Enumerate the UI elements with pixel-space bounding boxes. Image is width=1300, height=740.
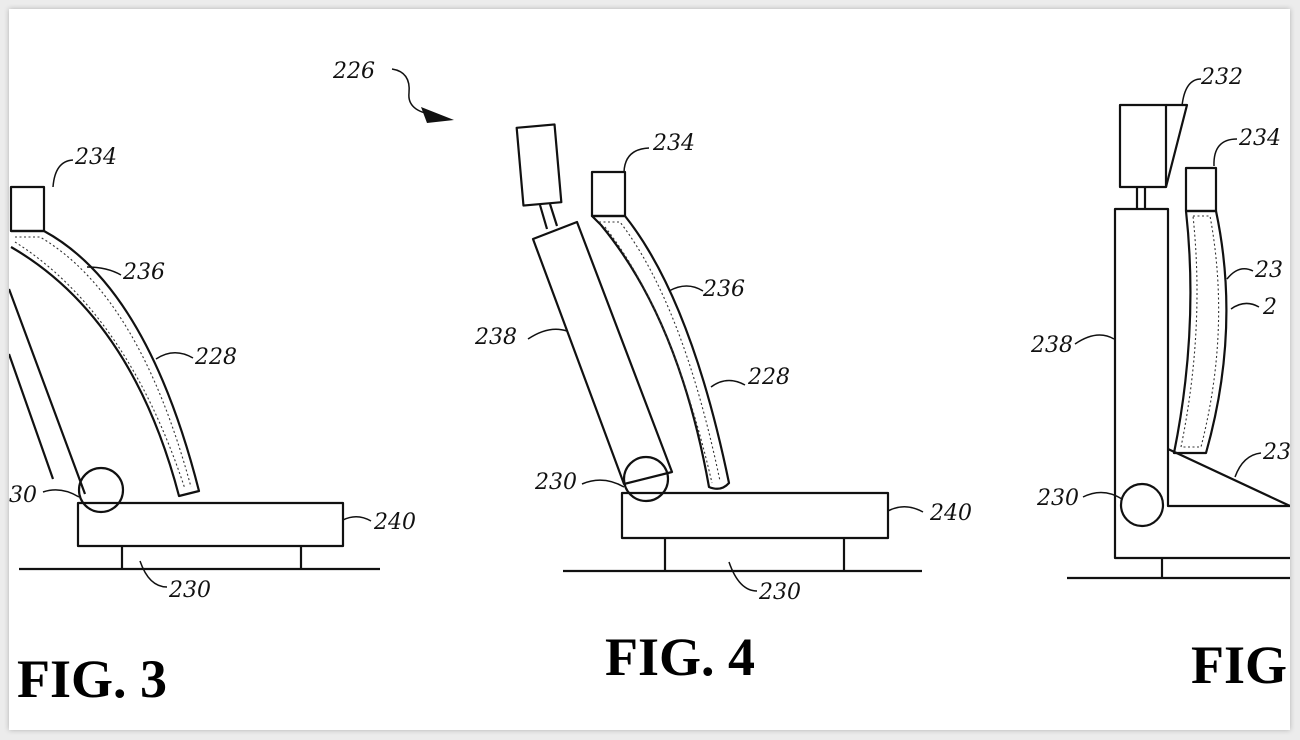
support-block bbox=[120, 546, 303, 569]
curved-shell bbox=[10, 229, 201, 498]
shell-stitching bbox=[599, 221, 721, 484]
wedge bbox=[1167, 448, 1290, 507]
headrest-block bbox=[1184, 166, 1218, 213]
leader-23c bbox=[1234, 452, 1262, 478]
label-228: 228 bbox=[747, 365, 790, 390]
leader-230-pivot bbox=[581, 479, 625, 488]
backrest bbox=[9, 288, 87, 495]
label-236: 236 bbox=[122, 260, 165, 285]
figure-4: 226 234 236 228 238 230 240 230 bbox=[332, 59, 972, 687]
stem bbox=[538, 203, 559, 230]
label-234: 234 bbox=[74, 145, 117, 170]
patent-figures-svg: 234 236 228 30 240 230 FIG. 3 226 bbox=[9, 59, 1290, 709]
label-232: 232 bbox=[1200, 65, 1243, 90]
leader-230 bbox=[139, 560, 168, 588]
label-234: 234 bbox=[652, 131, 695, 156]
support-block bbox=[663, 538, 846, 571]
leader-234 bbox=[623, 147, 650, 173]
leader-230 bbox=[1082, 491, 1123, 500]
figure-5-partial: 232 234 23 2 238 23 230 FIG bbox=[1030, 65, 1290, 695]
head-unit-wedge bbox=[1164, 103, 1189, 188]
figure-caption: FIG bbox=[1191, 635, 1287, 695]
head-unit bbox=[1118, 103, 1168, 189]
leader-228 bbox=[155, 352, 194, 360]
label-234: 234 bbox=[1238, 126, 1281, 151]
label-230: 230 bbox=[1036, 486, 1079, 511]
leader-2b bbox=[1230, 302, 1260, 310]
leader-23a bbox=[1226, 268, 1254, 280]
pivot-circle bbox=[1119, 482, 1165, 528]
leader-232 bbox=[1181, 78, 1202, 107]
leader-236 bbox=[668, 285, 704, 292]
stem bbox=[1135, 187, 1147, 209]
curved-shell bbox=[1172, 209, 1228, 455]
shell-stitching bbox=[1180, 215, 1220, 448]
label-230-pivot: 230 bbox=[534, 470, 577, 495]
seat-base bbox=[620, 491, 890, 540]
label-238: 238 bbox=[474, 325, 517, 350]
shell-stitching bbox=[14, 236, 192, 490]
headrest-block bbox=[590, 170, 627, 218]
label-230-support: 230 bbox=[758, 580, 801, 605]
label-236: 236 bbox=[702, 277, 745, 302]
pivot-circle bbox=[622, 455, 670, 503]
leader-238 bbox=[527, 328, 568, 340]
figure-caption: FIG. 3 bbox=[17, 649, 167, 709]
leader-238 bbox=[1074, 334, 1115, 345]
leader-230-support bbox=[728, 561, 758, 592]
label-240: 240 bbox=[929, 501, 972, 526]
pivot-circle bbox=[77, 466, 125, 514]
patent-drawing-sheet: 234 236 228 30 240 230 FIG. 3 226 bbox=[9, 9, 1290, 730]
leader-240 bbox=[342, 516, 372, 522]
label-238: 238 bbox=[1030, 333, 1073, 358]
curved-shell bbox=[590, 214, 731, 490]
leader-30 bbox=[42, 489, 80, 498]
upright-frame bbox=[1113, 207, 1290, 560]
backrest bbox=[531, 220, 674, 486]
label-228: 228 bbox=[194, 345, 237, 370]
label-230: 230 bbox=[168, 578, 211, 603]
label-23a: 23 bbox=[1254, 258, 1283, 283]
leader-228 bbox=[710, 379, 746, 388]
seat-base bbox=[76, 501, 345, 548]
upper-block bbox=[515, 123, 563, 207]
leader-234 bbox=[1213, 138, 1238, 167]
figure-3: 234 236 228 30 240 230 FIG. 3 bbox=[9, 145, 416, 709]
label-23c: 23 bbox=[1262, 440, 1290, 465]
label-30: 30 bbox=[9, 483, 37, 508]
label-2b: 2 bbox=[1262, 295, 1277, 320]
label-226: 226 bbox=[332, 59, 375, 84]
headrest-block bbox=[9, 185, 46, 233]
leader-236 bbox=[86, 266, 122, 276]
label-240: 240 bbox=[373, 510, 416, 535]
arrow-head-icon bbox=[421, 107, 454, 123]
figure-caption: FIG. 4 bbox=[605, 627, 755, 687]
leader-234 bbox=[52, 159, 74, 188]
leader-240 bbox=[887, 506, 924, 513]
pointer-curve bbox=[391, 68, 435, 116]
